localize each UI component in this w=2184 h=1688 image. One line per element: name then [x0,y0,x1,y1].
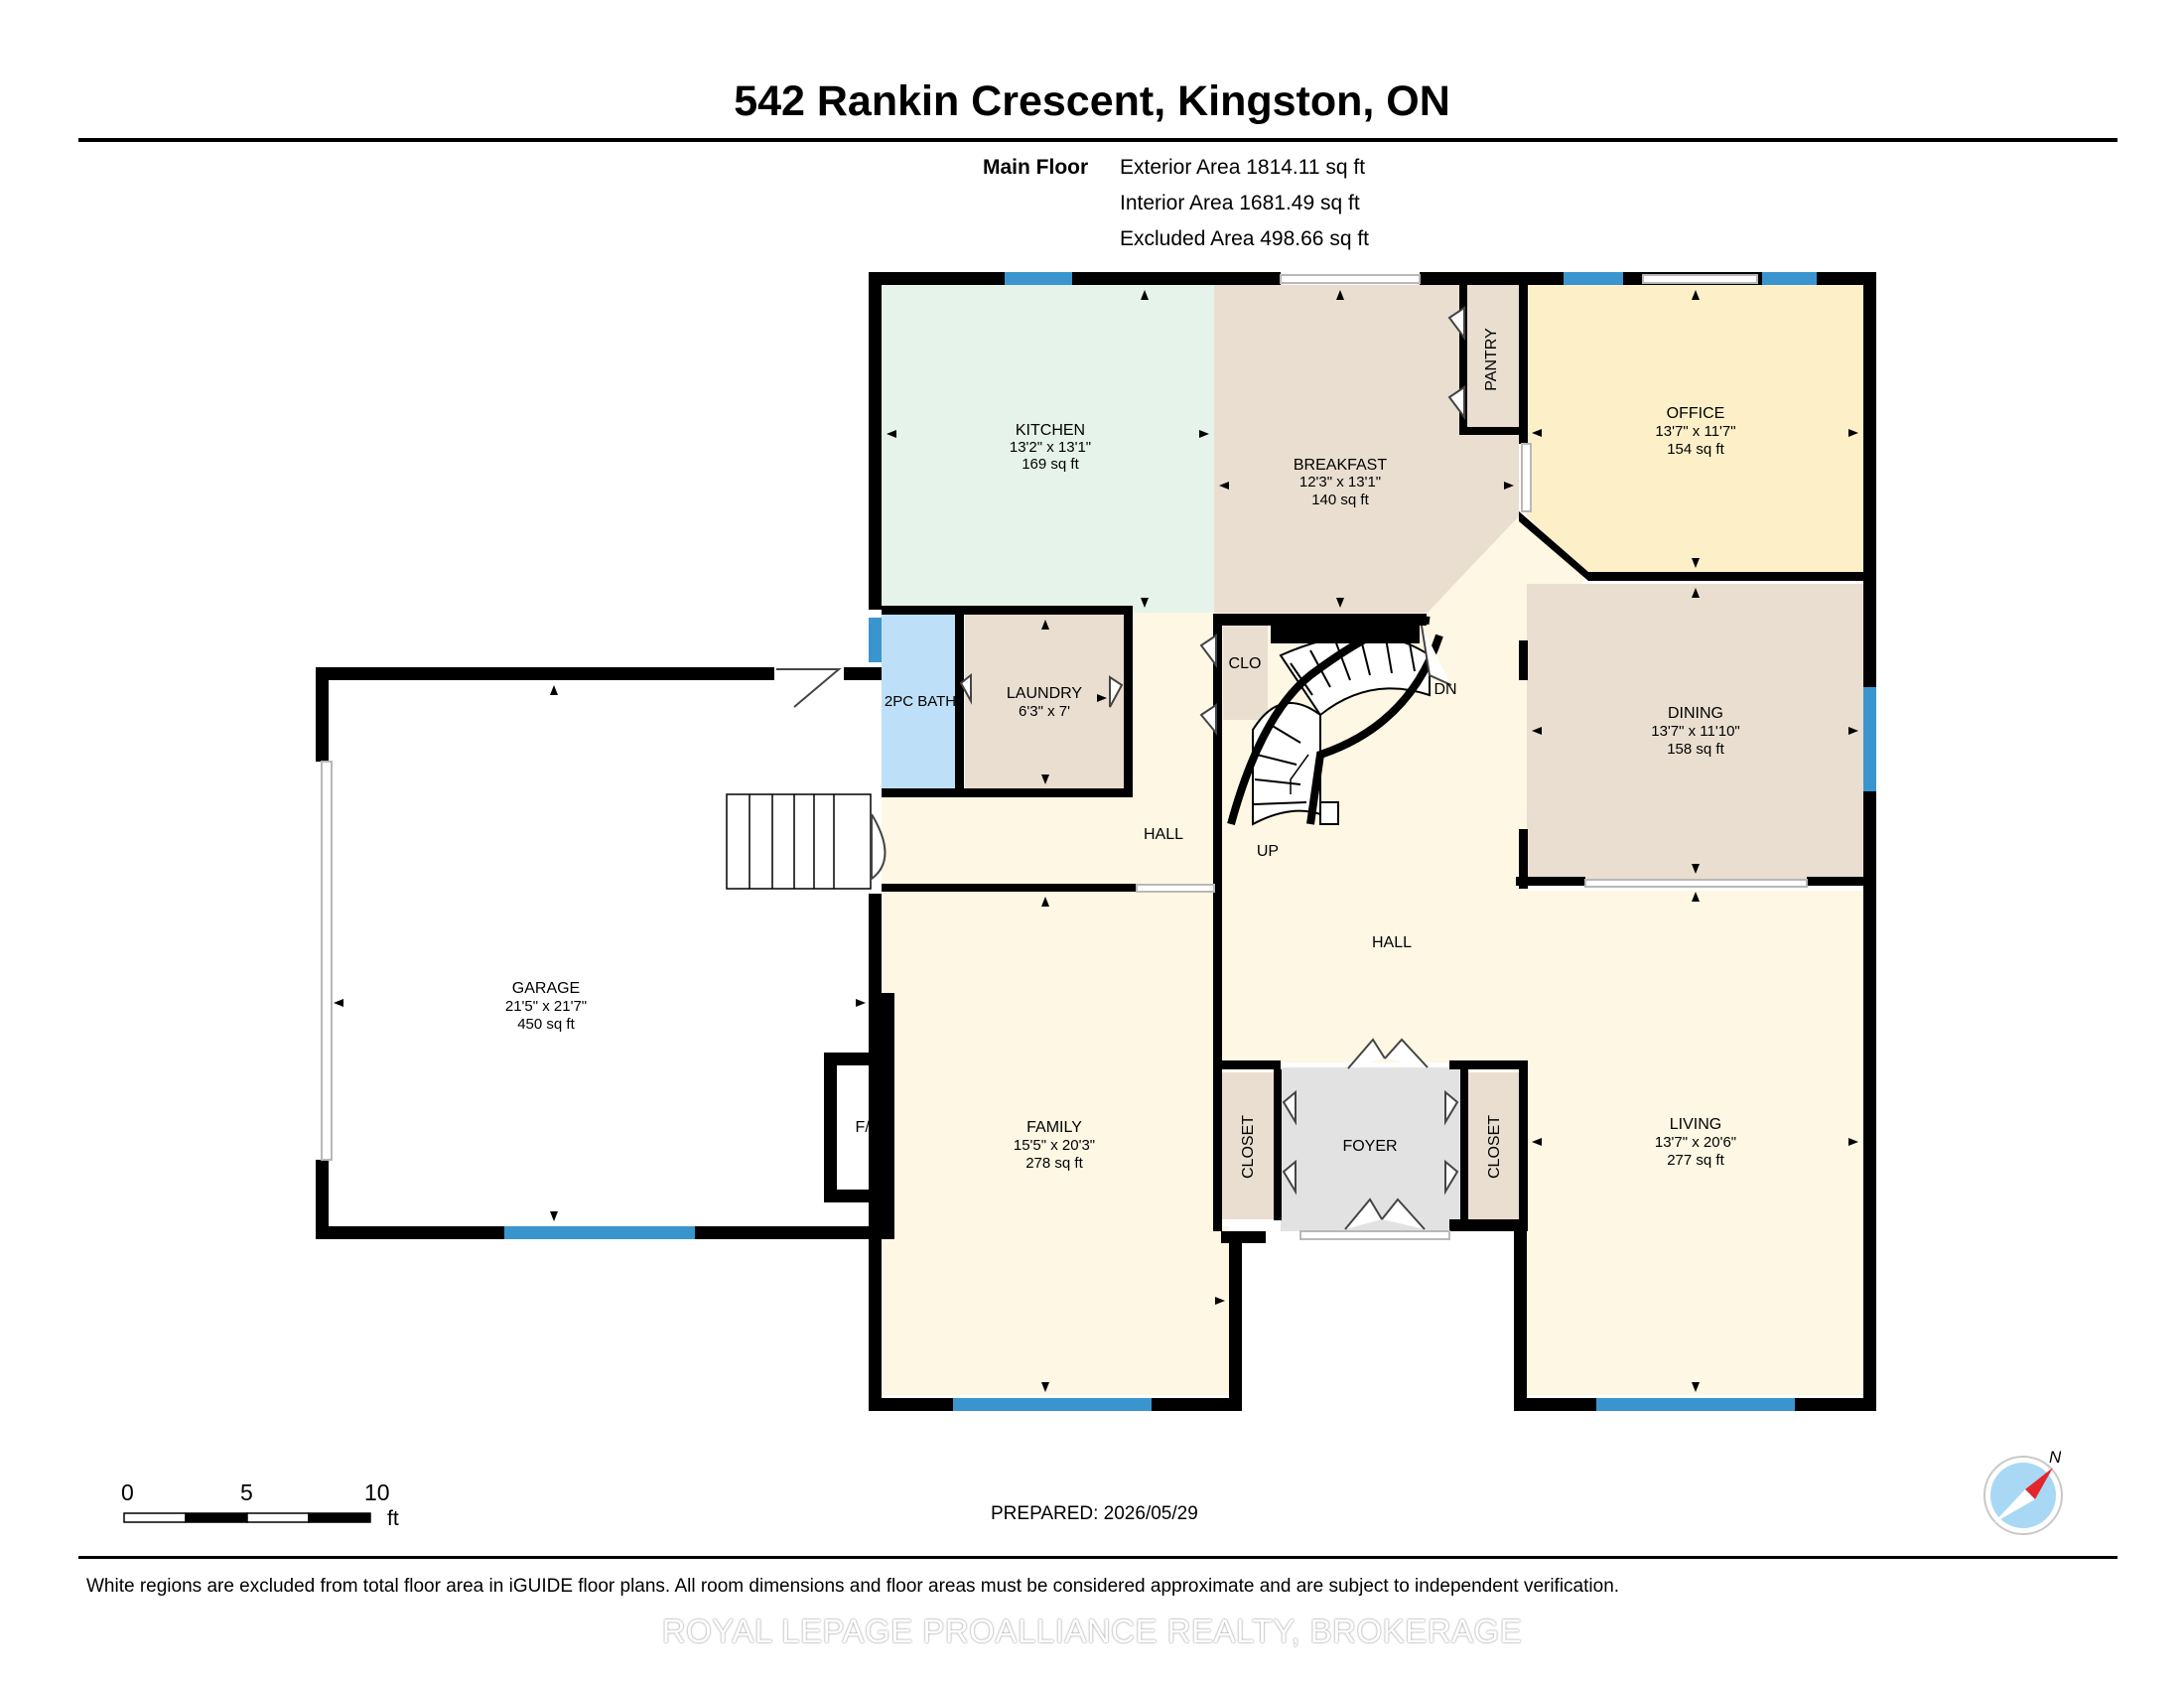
window-gaps [321,274,1808,1240]
closet-right-fill [1467,1072,1522,1219]
dining-dims: 13'7" x 11'10" [1651,723,1740,740]
clo-label: CLO [1229,655,1262,672]
laundry-fill [965,613,1126,790]
garage-area: 450 sq ft [517,1016,575,1033]
footer-divider [78,1556,2117,1559]
interior-area: Interior Area 1681.49 sq ft [1120,192,1360,214]
laundry-name: LAUNDRY [1007,685,1083,702]
living-area: 277 sq ft [1667,1152,1724,1169]
dimension-arrows [334,290,1858,1392]
pantry-fill [1467,288,1517,427]
floor-label: Main Floor [983,156,1089,179]
family-dims: 15'5" x 20'3" [1014,1137,1095,1154]
doors [776,306,1465,1230]
hall-upper-fill [1134,613,1214,794]
closet-left-label: CLOSET [1240,1115,1257,1179]
clo-fill [1223,621,1268,720]
scale-unit: ft [387,1507,399,1530]
dn-label: DN [1433,681,1456,698]
disclaimer-text: White regions are excluded from total fl… [86,1576,1620,1597]
fp-label: F/P [856,1119,881,1136]
foyer-label: FOYER [1342,1138,1397,1155]
room-labels: KITCHEN 13'2" x 13'1" 169 sq ft BREAKFAS… [505,328,1740,1179]
kitchen-area: 169 sq ft [1022,456,1079,473]
exterior-area: Exterior Area 1814.11 sq ft [1120,156,1366,179]
scale-tick-10: 10 [364,1479,390,1505]
kitchen-dims: 13'2" x 13'1" [1010,439,1091,456]
living-fill [1527,891,1863,1395]
scale-tick-5: 5 [240,1479,253,1505]
page-title: 542 Rankin Crescent, Kingston, ON [734,77,1450,125]
scale-bar [123,1512,371,1523]
family-name: FAMILY [1026,1119,1082,1136]
windows [504,272,1876,1411]
compass-icon: N [1983,1448,2063,1535]
garage-name: GARAGE [512,980,580,997]
bath-label: 2PC BATH [885,693,956,710]
kitchen-fill [882,285,1214,613]
living-name: LIVING [1670,1116,1721,1133]
office-name: OFFICE [1667,405,1725,422]
dining-fill [1527,584,1863,882]
scale-tick-0: 0 [121,1479,134,1505]
brokerage-watermark: ROYAL LEPAGE PROALLIANCE REALTY, BROKERA… [661,1613,1523,1649]
garage-steps [726,793,872,890]
family-ext-fill [1214,1226,1229,1395]
office-fill [1527,285,1863,576]
pantry-label: PANTRY [1483,328,1500,391]
hall-main-label: HALL [1372,934,1412,951]
laundry-dims: 6'3" x 7' [1019,703,1070,720]
breakfast-area: 140 sq ft [1311,492,1369,508]
breakfast-name: BREAKFAST [1294,457,1387,474]
breakfast-fill [1214,285,1519,613]
closet-right-label: CLOSET [1486,1115,1503,1179]
hall-left-fill [882,794,1221,892]
family-fill [882,891,1221,1395]
closet-left-fill [1221,1072,1276,1219]
dining-name: DINING [1668,705,1723,722]
up-label: UP [1257,843,1279,860]
bath-fill [882,613,959,790]
room-fills [882,285,1863,1395]
title-divider [78,138,2117,142]
prepared-date: PREPARED: 2026/05/29 [991,1503,1198,1524]
office-area: 154 sq ft [1667,441,1724,458]
family-area: 278 sq ft [1025,1155,1083,1172]
garage-dims: 21'5" x 21'7" [505,998,587,1015]
hall-label: HALL [1144,826,1183,843]
living-dims: 13'7" x 20'6" [1655,1134,1736,1151]
kitchen-name: KITCHEN [1016,422,1085,439]
office-dims: 13'7" x 11'7" [1655,423,1735,440]
compass-north-label: N [2049,1448,2062,1467]
breakfast-dims: 12'3" x 13'1" [1299,474,1381,491]
excluded-area: Excluded Area 498.66 sq ft [1120,227,1370,250]
dining-area: 158 sq ft [1667,741,1724,758]
